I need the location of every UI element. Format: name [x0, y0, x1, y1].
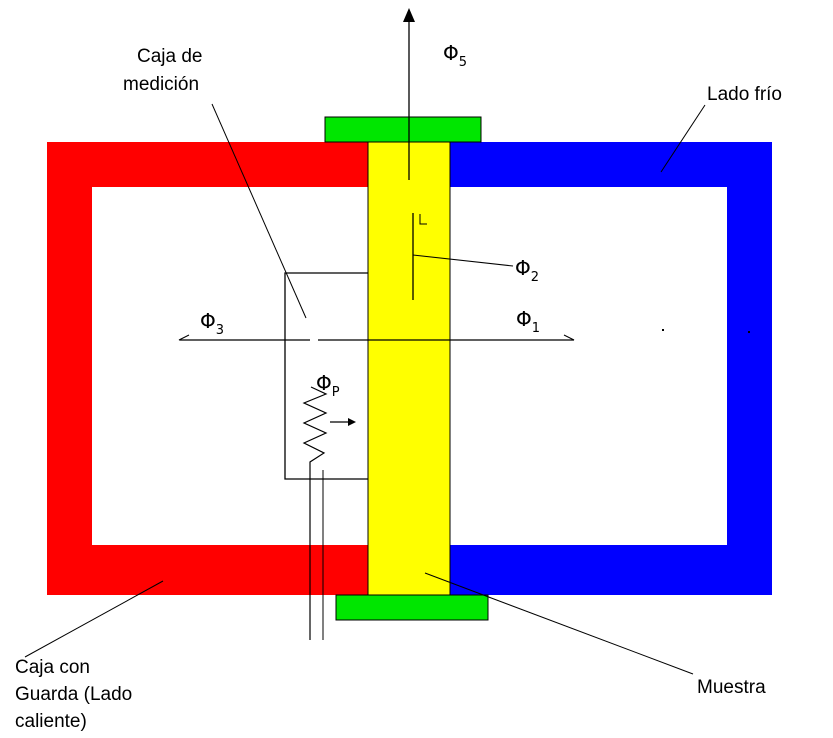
cold-side-label: Lado frío: [707, 84, 782, 105]
measure-box-label-line2: medición: [123, 74, 199, 95]
guard-box-leader: [24, 580, 164, 658]
hot-guard-box: [47, 142, 368, 595]
phip-label: ΦP: [316, 371, 340, 400]
sample-slab: [368, 142, 450, 595]
cold-dot-1: [662, 329, 664, 331]
guard-box-label-line3: caliente): [15, 711, 87, 732]
phi1-arrow-head: [563, 334, 575, 341]
phi2-label: Φ2: [515, 256, 539, 285]
phi3-label: Φ3: [200, 309, 224, 338]
phi1-label: Φ1: [516, 307, 540, 336]
cold-side-leader: [660, 104, 706, 173]
hot-box-frame: [47, 142, 368, 595]
top-green-strip: [324, 116, 482, 143]
guard-box-label-line1: Caja con: [15, 657, 90, 678]
phi3-arrow-head: [178, 334, 190, 341]
phi2-arrow-head: [419, 214, 427, 225]
sample-leader: [424, 572, 694, 675]
phip-arrow-head: [348, 418, 356, 426]
heater-resistor: [302, 386, 328, 640]
phi5-arrow-head: [403, 8, 415, 22]
measure-box-leader: [211, 103, 307, 319]
bottom-green-strip: [335, 594, 489, 621]
measure-box-label: Caja de medición: [123, 46, 203, 95]
phi2-leader: [412, 254, 514, 267]
guard-box-label-line2: Guarda (Lado: [15, 684, 132, 705]
phi5-label: Φ5: [443, 41, 467, 70]
cold-dot-2: [748, 331, 750, 333]
measuring-box-outline: [284, 272, 368, 480]
cold-box: [450, 142, 772, 595]
cold-box-frame: [450, 142, 772, 595]
sample-label: Muestra: [697, 677, 766, 698]
guard-box-label: Caja con Guarda (Lado caliente): [15, 657, 132, 732]
measure-box-label-line1: Caja de: [137, 46, 203, 67]
